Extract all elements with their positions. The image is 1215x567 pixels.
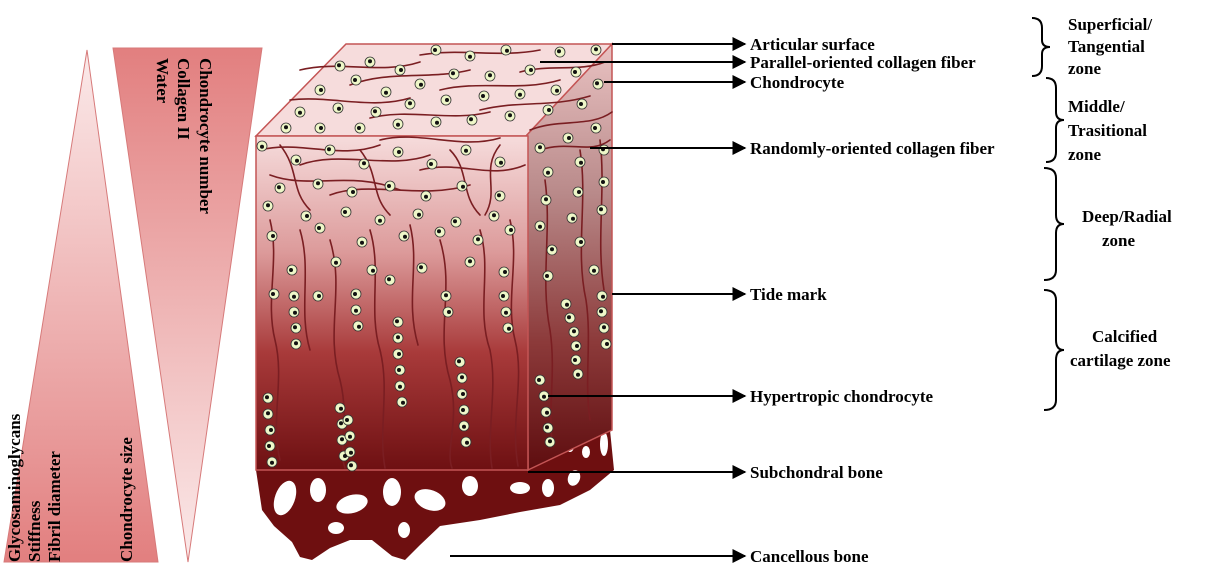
zone-middle-line3: zone bbox=[1068, 145, 1102, 164]
label-articular-surface: Articular surface bbox=[750, 35, 875, 54]
structure-labels: Articular surface Parallel-oriented coll… bbox=[750, 35, 995, 566]
zone-middle-line2: Trasitional bbox=[1068, 121, 1147, 140]
label-parallel-fiber: Parallel-oriented collagen fiber bbox=[750, 53, 976, 72]
zone-superficial-line3: zone bbox=[1068, 59, 1102, 78]
tri-label-fibril: Fibril diameter bbox=[45, 451, 64, 562]
label-cancellous: Cancellous bone bbox=[750, 547, 869, 566]
label-tide-mark: Tide mark bbox=[750, 285, 827, 304]
zone-calcified-line2: cartilage zone bbox=[1070, 351, 1171, 370]
bracket-deep bbox=[1044, 168, 1064, 280]
label-random-fiber: Randomly-oriented collagen fiber bbox=[750, 139, 995, 158]
tri-label-gag: Glycosaminoglycans bbox=[5, 413, 24, 562]
zone-superficial-line1: Superficial/ bbox=[1068, 15, 1152, 34]
zone-superficial-line2: Tangential bbox=[1068, 37, 1145, 56]
cartilage-block bbox=[256, 44, 612, 471]
tri-label-chondro-size: Chondrocyte size bbox=[117, 437, 136, 562]
bracket-middle bbox=[1046, 78, 1064, 162]
tri-label-chondro-number: Chondrocyte number bbox=[196, 58, 215, 214]
zone-middle-line1: Middle/ bbox=[1068, 97, 1125, 116]
zone-deep-line1: Deep/Radial bbox=[1082, 207, 1172, 226]
zone-calcified-line1: Calcified bbox=[1092, 327, 1158, 346]
zone-brackets bbox=[1032, 18, 1064, 410]
label-chondrocyte: Chondrocyte bbox=[750, 73, 845, 92]
gradient-triangles: Glycosaminoglycans Stiffness Fibril diam… bbox=[4, 48, 262, 562]
label-hypertropic: Hypertropic chondrocyte bbox=[750, 387, 933, 406]
tri-label-stiffness: Stiffness bbox=[25, 500, 44, 562]
tri-label-collagen2: Collagen II bbox=[174, 58, 193, 140]
tri-label-water: Water bbox=[153, 58, 172, 104]
label-subchondral: Subchondral bone bbox=[750, 463, 883, 482]
zone-deep-line2: zone bbox=[1102, 231, 1136, 250]
bracket-calcified bbox=[1044, 290, 1064, 410]
bracket-superficial bbox=[1032, 18, 1050, 76]
zone-labels: Superficial/ Tangential zone Middle/ Tra… bbox=[1068, 15, 1172, 370]
